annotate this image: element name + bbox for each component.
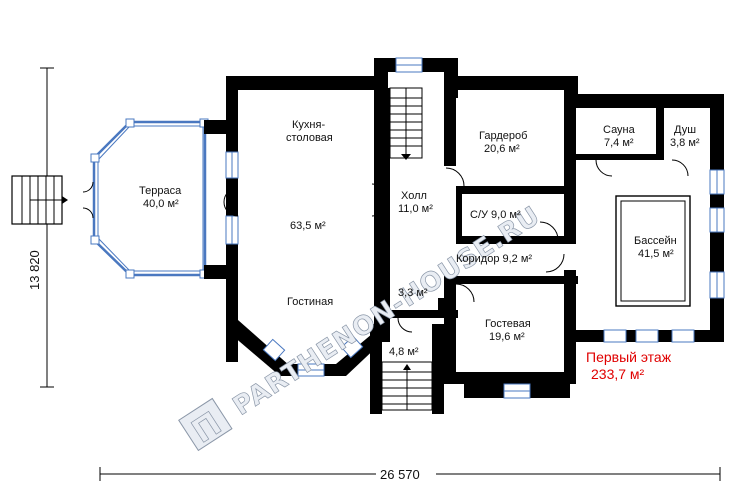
porch-area: 4,8 м² — [389, 346, 419, 358]
wardrobe-name: Гардероб — [479, 130, 527, 142]
vestibule-area: 3,3 м² — [398, 287, 428, 299]
dimension-width: 26 570 — [99, 467, 721, 482]
pool-basin — [615, 195, 691, 307]
height-dimension-label: 13 820 — [27, 250, 42, 290]
shower-area: 3,8 м² — [670, 137, 700, 149]
kitchen-name-1: Кухня- — [292, 119, 325, 131]
sauna-area: 7,4 м² — [604, 137, 634, 149]
hall-area: 11,0 м² — [398, 203, 433, 215]
doors — [223, 159, 689, 333]
guest-name: Гостевая — [485, 318, 531, 330]
guest-area: 19,6 м² — [489, 331, 525, 343]
corridor-label: Коридор 9,2 м² — [456, 253, 532, 265]
pool-area: 41,5 м² — [638, 248, 674, 260]
watermark-logo: П — [185, 404, 229, 451]
hall-name: Холл — [401, 190, 427, 202]
kitchen-name-2: столовая — [286, 132, 333, 144]
windows — [225, 57, 725, 399]
sauna-name: Сауна — [603, 124, 636, 136]
staircase — [389, 87, 423, 160]
shower-name: Душ — [674, 124, 696, 136]
wardrobe-area: 20,6 м² — [484, 143, 520, 155]
width-dimension-label: 26 570 — [380, 467, 420, 482]
terrace-name: Терраса — [139, 185, 182, 197]
floor-area: 233,7 м² — [591, 366, 645, 382]
wc-label: С/У 9,0 м² — [470, 209, 521, 221]
living-area: 63,5 м² — [290, 220, 326, 232]
terrace-area: 40,0 м² — [143, 198, 179, 210]
terrace: Терраса 40,0 м² — [11, 118, 209, 279]
living-name: Гостиная — [287, 296, 333, 308]
floor-title: Первый этаж — [586, 349, 672, 365]
dimension-height: 13 820 — [27, 67, 54, 388]
pool-name: Бассейн — [634, 235, 677, 247]
porch-stairs — [381, 361, 433, 411]
